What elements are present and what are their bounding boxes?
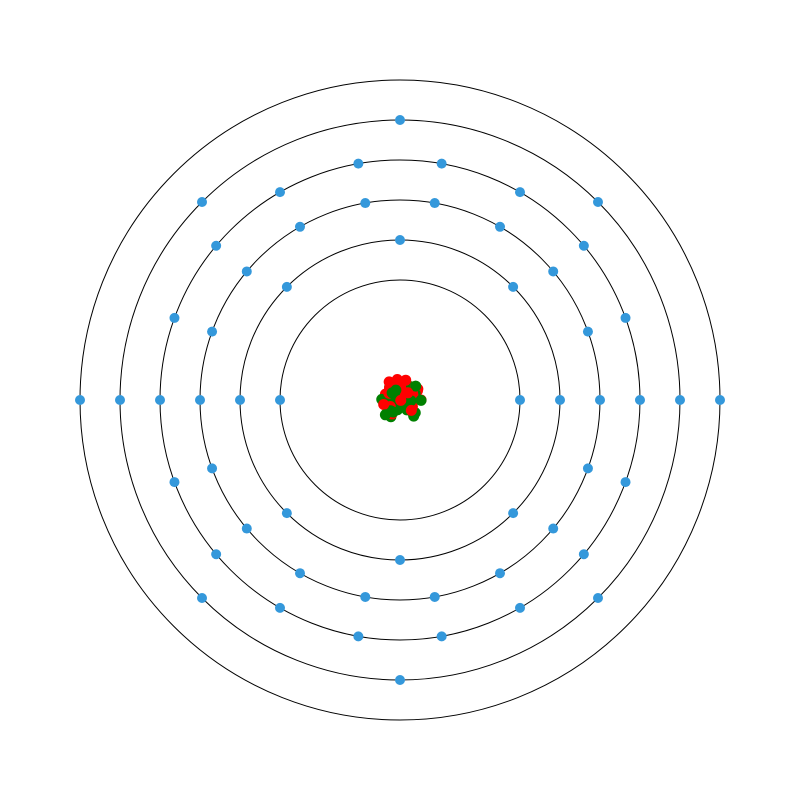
neutron <box>390 384 402 396</box>
electron <box>395 675 405 685</box>
electron <box>169 312 180 323</box>
proton <box>405 404 417 416</box>
electron <box>197 197 208 208</box>
electron <box>429 591 440 602</box>
electron <box>436 158 447 169</box>
electron <box>241 266 252 277</box>
electron <box>207 326 218 337</box>
electron <box>295 221 305 232</box>
electron <box>169 477 180 488</box>
electron <box>555 395 565 405</box>
electron <box>155 395 165 405</box>
electron <box>515 187 525 198</box>
electron <box>515 602 525 613</box>
electron <box>241 523 252 534</box>
electron <box>429 198 440 209</box>
electron <box>436 631 447 642</box>
neutron <box>415 394 427 406</box>
electron <box>495 221 505 232</box>
electron <box>515 395 525 405</box>
electron <box>595 395 605 405</box>
proton <box>402 387 414 399</box>
electron <box>281 281 292 292</box>
electron <box>495 568 505 579</box>
electron <box>275 187 285 198</box>
electron <box>360 591 371 602</box>
electron <box>197 592 208 603</box>
electron <box>548 266 559 277</box>
electrons <box>75 115 725 685</box>
electron <box>395 115 405 125</box>
electron <box>275 395 285 405</box>
electron <box>360 198 371 209</box>
electron <box>211 240 222 251</box>
neutron <box>410 380 422 392</box>
electron <box>211 549 222 560</box>
electron <box>508 508 519 519</box>
electron <box>578 549 589 560</box>
proton <box>378 399 390 411</box>
electron <box>281 508 292 519</box>
electron <box>207 463 218 474</box>
electron <box>235 395 245 405</box>
electron <box>620 477 631 488</box>
electron <box>635 395 645 405</box>
electron <box>582 326 593 337</box>
electron <box>675 395 685 405</box>
electron <box>395 235 405 245</box>
electron <box>275 602 285 613</box>
electron <box>353 158 364 169</box>
electron <box>115 395 125 405</box>
electron <box>75 395 85 405</box>
electron <box>715 395 725 405</box>
electron <box>508 281 519 292</box>
nucleus <box>376 374 427 423</box>
proton <box>395 394 407 406</box>
electron <box>582 463 593 474</box>
electron <box>395 555 405 565</box>
electron <box>195 395 205 405</box>
neutron <box>379 409 391 421</box>
electron <box>592 197 603 208</box>
electron <box>578 240 589 251</box>
electron <box>353 631 364 642</box>
electron <box>295 568 305 579</box>
electron <box>620 312 631 323</box>
electron <box>592 592 603 603</box>
electron <box>548 523 559 534</box>
